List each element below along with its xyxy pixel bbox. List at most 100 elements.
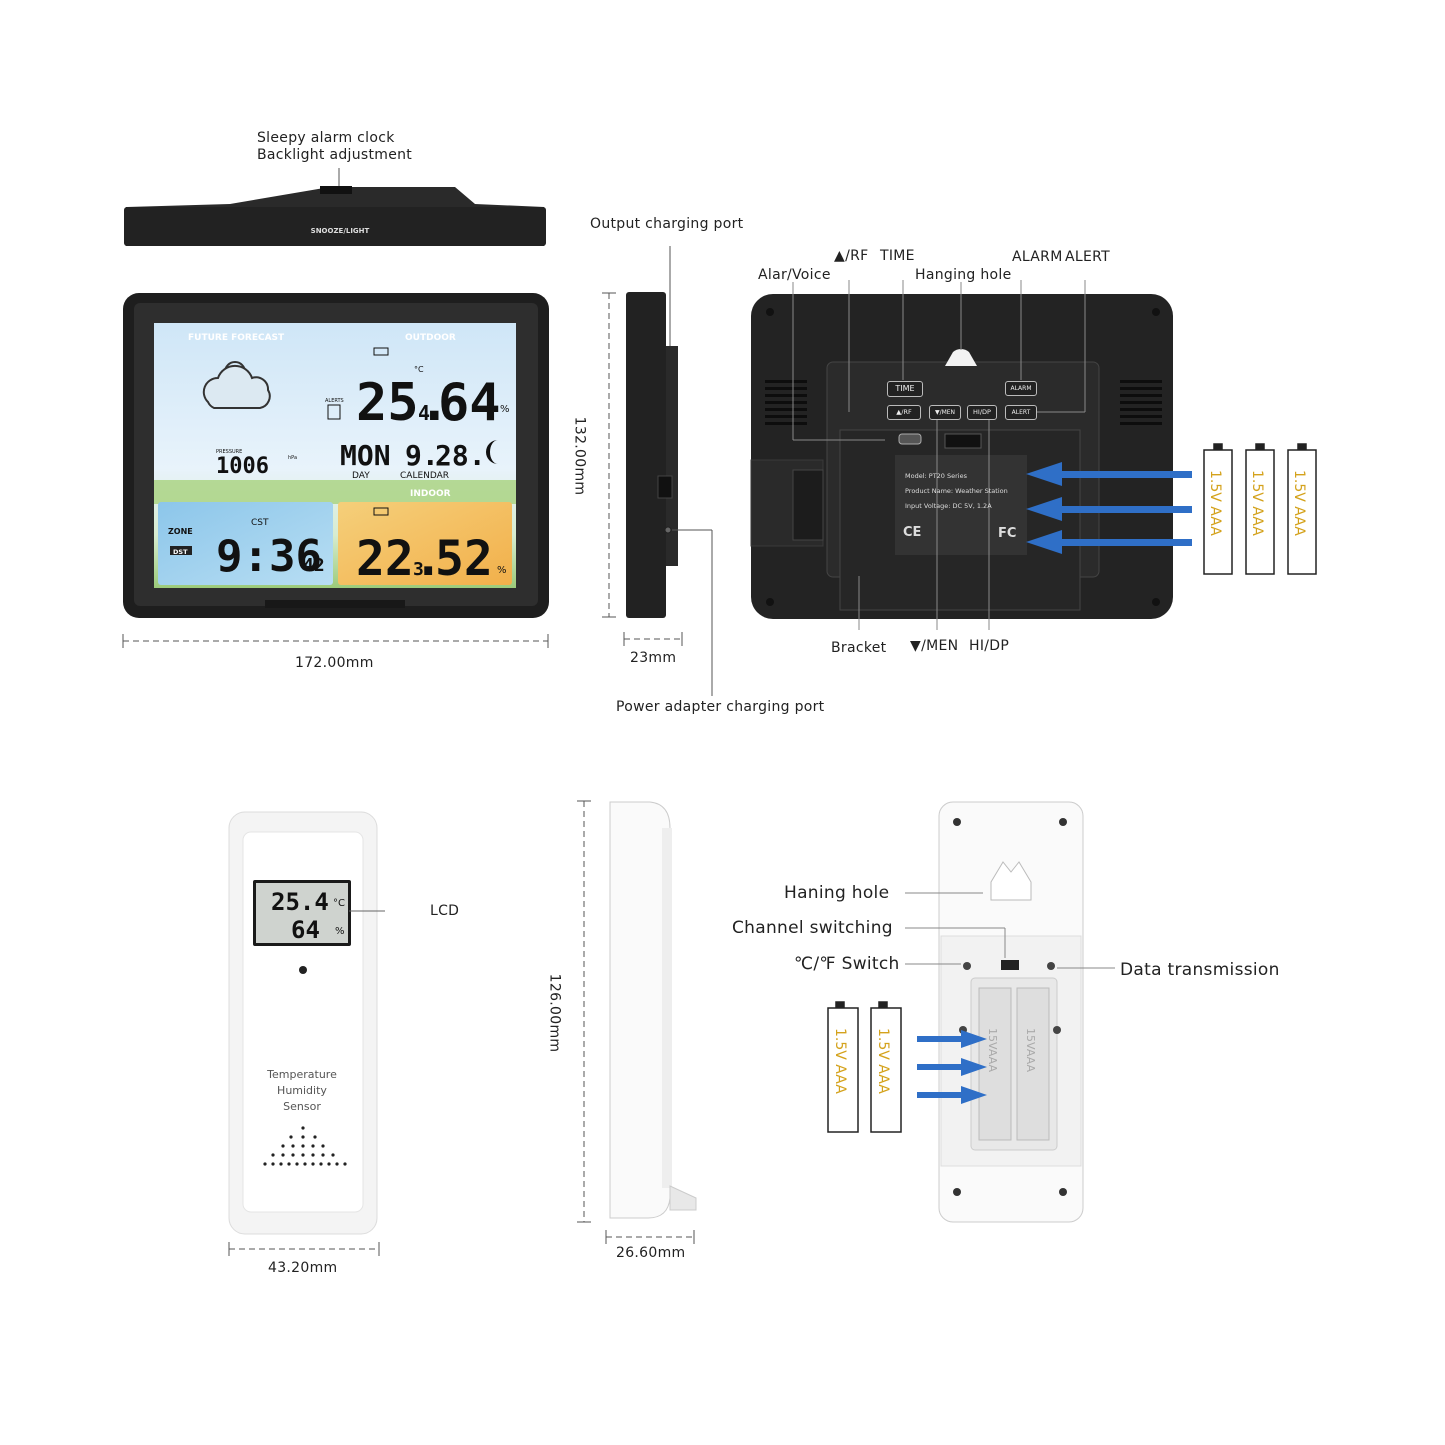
fc-mark-icon: FC bbox=[998, 526, 1016, 541]
outdoor-humidity: 64 bbox=[438, 373, 501, 433]
label-alert: ALERT bbox=[1065, 249, 1110, 265]
back-batteries: 1.5V AAA 1.5V AAA 1.5V AAA bbox=[1203, 443, 1317, 575]
indoor-hum-unit: % bbox=[497, 565, 507, 576]
label-alar-voice: Alar/Voice bbox=[758, 267, 831, 283]
outdoor-title: OUTDOOR bbox=[405, 333, 456, 343]
sensor-text-line-2: Humidity bbox=[277, 1084, 327, 1097]
power-port-label: Power adapter charging port bbox=[616, 699, 825, 715]
sensor-battery-arrows bbox=[917, 1030, 987, 1104]
label-hanging-hole: Hanging hole bbox=[915, 267, 1012, 283]
indoor-temperature: 22. bbox=[356, 531, 443, 587]
top-view-device: SNOOZE/LIGHT bbox=[124, 168, 546, 246]
front-height-label: 132.00mm bbox=[571, 416, 588, 496]
indoor-temperature-decimal: 3 bbox=[413, 559, 424, 580]
sensor-height-label: 126.00mm bbox=[546, 973, 563, 1053]
ce-mark-icon: CE bbox=[903, 525, 921, 540]
sensor-depth-label: 26.60mm bbox=[616, 1245, 686, 1261]
day-label: DAY bbox=[352, 471, 370, 481]
sensor-width-dimension bbox=[228, 1242, 380, 1256]
outdoor-temperature: 25. bbox=[356, 373, 450, 433]
weather-cloud-sun-icon bbox=[202, 361, 271, 409]
sensor-text-line-1: Temperature bbox=[266, 1068, 337, 1081]
sensor-depth-dimension bbox=[605, 1230, 695, 1244]
snooze-light-button-label: SNOOZE/LIGHT bbox=[311, 227, 370, 235]
alerts-label: ALERTS bbox=[325, 398, 344, 404]
sensor-side-device bbox=[609, 801, 697, 1219]
channel-switch bbox=[1001, 960, 1019, 970]
indoor-battery-icon bbox=[373, 507, 389, 516]
sensor-height-dimension bbox=[577, 800, 591, 1223]
dst-badge bbox=[170, 546, 192, 555]
back-battery-1-label: 1.5V AAA bbox=[1207, 470, 1223, 536]
front-height-dimension bbox=[602, 292, 616, 618]
back-view-device: Model: PT20 Series Product Name: Weather… bbox=[750, 280, 1173, 630]
plate-input: Input Voltage: DC 5V, 1.2A bbox=[905, 502, 992, 510]
calendar-label: CALENDAR bbox=[400, 471, 449, 481]
label-rf: ▲/RF bbox=[834, 248, 869, 264]
label-time: TIME bbox=[880, 248, 915, 264]
zone-label: ZONE bbox=[168, 527, 193, 536]
sensor-lcd-hum: 64 bbox=[291, 916, 320, 944]
label-men: ▼/MEN bbox=[910, 638, 959, 654]
label-bracket: Bracket bbox=[831, 640, 887, 656]
power-port-hole bbox=[664, 526, 672, 534]
label-channel-switching: Channel switching bbox=[732, 918, 893, 938]
moon-phase-icon bbox=[486, 440, 498, 464]
label-data-transmission: Data transmission bbox=[1120, 960, 1280, 980]
clock-seconds: 42 bbox=[303, 555, 325, 576]
sensor-width-label: 43.20mm bbox=[268, 1260, 338, 1276]
dst-label: DST bbox=[173, 548, 188, 556]
sensor-lcd-temp: 25.4 bbox=[271, 888, 329, 916]
front-width-dimension bbox=[122, 634, 549, 648]
sensor-battery-1-label: 1.5V AAA bbox=[832, 1028, 848, 1094]
label-haning-hole: Haning hole bbox=[784, 883, 890, 903]
sensor-front-device: 25.4 °C 64 % Temperature Humidity Sensor bbox=[228, 811, 385, 1235]
callout-backlight: Backlight adjustment bbox=[257, 147, 413, 163]
label-hidp: HI/DP bbox=[969, 638, 1010, 654]
battery-icon bbox=[373, 347, 389, 356]
inner-battery-1-label: 15VAAA bbox=[986, 1028, 999, 1072]
plate-product: Product Name: Weather Station bbox=[905, 487, 1008, 495]
back-battery-2-label: 1.5V AAA bbox=[1249, 470, 1265, 536]
pressure-value: 1006 bbox=[216, 454, 269, 479]
front-display-device: FUTURE FORECAST OUTDOOR INDOOR 25. 4 64 … bbox=[123, 293, 549, 618]
hanging-hole-shape bbox=[945, 348, 977, 366]
alarm-button[interactable]: ALARM bbox=[1005, 381, 1037, 396]
clock-time: 9:36 bbox=[216, 531, 322, 582]
pressure-label: PRESSURE bbox=[216, 449, 242, 455]
inner-battery-2-label: 15VAAA bbox=[1024, 1028, 1037, 1072]
label-alarm: ALARM bbox=[1012, 249, 1063, 265]
speaker-grille-icon bbox=[263, 1126, 347, 1166]
sensor-back-device: 15VAAA 15VAAA bbox=[905, 801, 1115, 1223]
outdoor-hum-unit: % bbox=[500, 404, 510, 415]
alert-thermometer-icon bbox=[327, 404, 341, 420]
date-day: 28. bbox=[435, 439, 486, 472]
back-battery-3-label: 1.5V AAA bbox=[1291, 470, 1307, 536]
date-month: 9. bbox=[405, 439, 439, 472]
day-value: MON bbox=[340, 439, 391, 472]
indoor-title: INDOOR bbox=[410, 489, 451, 499]
pressure-unit: hPa bbox=[288, 455, 297, 461]
cst-label: CST bbox=[251, 518, 269, 528]
men-button[interactable]: ▼/MEN bbox=[929, 405, 961, 420]
forecast-title: FUTURE FORECAST bbox=[188, 333, 285, 343]
side-view-device bbox=[626, 246, 713, 696]
sensor-lcd-hum-unit: % bbox=[335, 926, 345, 937]
sensor-text-line-3: Sensor bbox=[283, 1100, 321, 1113]
rf-button[interactable]: ▲/RF bbox=[887, 405, 921, 420]
hidp-button[interactable]: HI/DP bbox=[967, 405, 997, 420]
side-depth-dimension bbox=[623, 632, 683, 646]
side-depth-label: 23mm bbox=[630, 650, 677, 666]
callout-sleepy-alarm: Sleepy alarm clock bbox=[257, 130, 395, 146]
alert-button[interactable]: ALERT bbox=[1005, 405, 1037, 420]
time-button[interactable]: TIME bbox=[887, 381, 923, 397]
sensor-batteries: 1.5V AAA 1.5V AAA bbox=[827, 1001, 902, 1133]
sensor-lcd-label: LCD bbox=[430, 903, 460, 919]
front-width-label: 172.00mm bbox=[295, 655, 374, 671]
sensor-lcd-temp-unit: °C bbox=[333, 898, 345, 909]
indoor-humidity: 52 bbox=[435, 531, 493, 587]
sensor-battery-2-label: 1.5V AAA bbox=[875, 1028, 891, 1094]
outdoor-temperature-decimal: 4 bbox=[418, 401, 430, 425]
battery-insert-arrows bbox=[1026, 462, 1192, 554]
plate-model: Model: PT20 Series bbox=[905, 472, 968, 480]
